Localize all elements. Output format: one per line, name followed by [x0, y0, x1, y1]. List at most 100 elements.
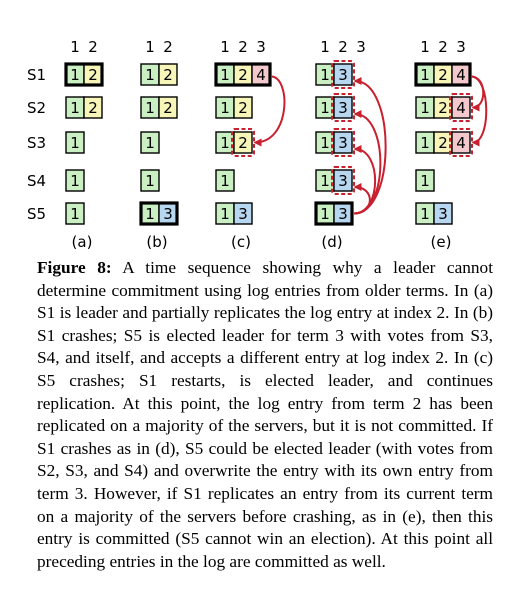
- replicated-entry-highlight: [331, 60, 355, 89]
- log-entry: [333, 63, 353, 86]
- log-entry-term: 1: [320, 134, 330, 152]
- log-entry-term: 1: [220, 66, 230, 84]
- index-header-2: 2: [238, 38, 248, 56]
- index-header-3: 3: [256, 38, 266, 56]
- log-entry: [65, 202, 85, 225]
- log-entry-term: 1: [220, 205, 230, 223]
- log-entry-term: 2: [238, 66, 248, 84]
- log-entry: [65, 131, 85, 154]
- leader-outline: [139, 201, 179, 226]
- index-header-2: 2: [338, 38, 348, 56]
- index-header-2: 2: [163, 38, 173, 56]
- caption-label: Figure 8:: [37, 258, 112, 277]
- log-entry-term: 1: [320, 205, 330, 223]
- log-entry-term: 2: [163, 66, 173, 84]
- log-entry-term: 1: [145, 134, 155, 152]
- log-entry-term: 3: [438, 205, 448, 223]
- replicated-entry-highlight: [331, 93, 355, 122]
- log-entry: [415, 169, 435, 192]
- log-entry-term: 1: [420, 134, 430, 152]
- log-entry-term: 1: [70, 134, 80, 152]
- log-entry-term: 1: [145, 205, 155, 223]
- index-header-3: 3: [356, 38, 366, 56]
- log-entry-term: 1: [145, 66, 155, 84]
- log-entry-term: 3: [338, 134, 348, 152]
- log-entry: [233, 96, 253, 119]
- log-entry-term: 2: [88, 66, 98, 84]
- log-entry-term: 1: [70, 99, 80, 117]
- log-entry: [451, 131, 471, 154]
- log-entry-term: 1: [320, 172, 330, 190]
- log-entry-term: 2: [438, 99, 448, 117]
- log-entry: [333, 169, 353, 192]
- log-entry-term: 2: [438, 66, 448, 84]
- log-entry: [333, 96, 353, 119]
- replicated-entry-highlight: [231, 128, 255, 157]
- log-entry: [333, 131, 353, 154]
- log-entry-term: 1: [420, 66, 430, 84]
- server-label-s4: S4: [27, 172, 46, 190]
- leader-outline: [64, 62, 104, 87]
- log-entry-term: 2: [438, 134, 448, 152]
- log-entry-term: 1: [70, 66, 80, 84]
- log-entry-term: 4: [456, 99, 466, 117]
- log-entry: [83, 96, 103, 119]
- log-entry-term: 4: [256, 66, 266, 84]
- log-entry-term: 1: [320, 66, 330, 84]
- log-entry-term: 3: [338, 99, 348, 117]
- log-entry-term: 1: [220, 99, 230, 117]
- index-header-1: 1: [220, 38, 230, 56]
- log-entry-term: 3: [163, 205, 173, 223]
- log-entry-term: 3: [338, 205, 348, 223]
- log-entry-term: 1: [420, 99, 430, 117]
- panel-label: (c): [231, 233, 251, 251]
- log-entry-term: 1: [420, 172, 430, 190]
- index-header-1: 1: [70, 38, 80, 56]
- panel-label: (e): [431, 233, 452, 251]
- index-header-3: 3: [456, 38, 466, 56]
- log-entry: [433, 202, 453, 225]
- log-entry: [158, 63, 178, 86]
- log-entry: [140, 169, 160, 192]
- replicated-entry-highlight: [449, 128, 473, 157]
- figure-caption: Figure 8: A time sequence showing why a …: [37, 257, 493, 573]
- replication-arrow: [470, 75, 488, 147]
- leader-outline: [214, 62, 272, 87]
- log-entry-term: 2: [163, 99, 173, 117]
- index-header-1: 1: [320, 38, 330, 56]
- index-header-2: 2: [88, 38, 98, 56]
- log-entry-term: 1: [320, 99, 330, 117]
- replication-arrow: [353, 110, 382, 215]
- log-entry-term: 1: [220, 172, 230, 190]
- log-entry: [65, 169, 85, 192]
- log-entry-term: 1: [420, 205, 430, 223]
- log-entry-term: 4: [456, 134, 466, 152]
- log-entry: [215, 169, 235, 192]
- log-entry: [233, 202, 253, 225]
- log-entry-term: 3: [238, 205, 248, 223]
- panel-label: (b): [146, 233, 167, 251]
- replication-arrow: [253, 75, 286, 147]
- leader-outline: [414, 62, 472, 87]
- log-entry-term: 1: [145, 99, 155, 117]
- index-header-1: 1: [420, 38, 430, 56]
- replicated-entry-highlight: [331, 166, 355, 195]
- replicated-entry-highlight: [449, 93, 473, 122]
- log-entry-term: 1: [70, 205, 80, 223]
- log-entry: [451, 96, 471, 119]
- replication-arrow: [353, 77, 387, 215]
- panel-label: (d): [321, 233, 342, 251]
- server-label-s1: S1: [27, 66, 46, 84]
- log-entry-term: 2: [238, 99, 248, 117]
- server-label-s5: S5: [27, 205, 46, 223]
- index-header-2: 2: [438, 38, 448, 56]
- caption-text: A time sequence showing why a leader can…: [37, 258, 493, 571]
- log-entry-term: 3: [338, 66, 348, 84]
- replication-arrow: [353, 183, 371, 215]
